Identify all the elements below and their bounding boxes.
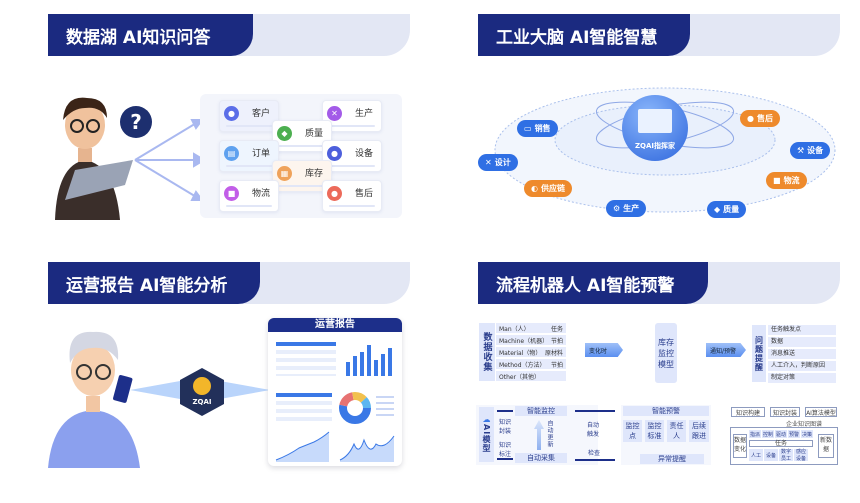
- report-document: 运营报告: [268, 318, 402, 466]
- kg-algo: AI算法模型: [805, 407, 837, 417]
- smart-monitor: 智能监控: [515, 406, 567, 416]
- know-pack: 知识封装: [499, 419, 512, 435]
- headset-icon: ●: [747, 114, 754, 123]
- brain-banner: 工业大脑 AI智能智慧: [478, 14, 840, 56]
- abnormal-reminder: 异常提醒: [640, 454, 704, 464]
- collect-row: Man（人）任务: [496, 323, 566, 333]
- card-order[interactable]: ▤订单: [219, 140, 279, 172]
- robot-title: 流程机器人 AI智能预警: [478, 262, 708, 304]
- auto-update: 自动更新: [546, 420, 553, 448]
- warn-item: 监控标准: [645, 420, 664, 442]
- kg-frame: [730, 427, 838, 465]
- remind-row: 制定对策: [768, 373, 836, 383]
- know-label: 知识标注: [499, 442, 512, 458]
- collect-row: Machine（机器）节拍: [496, 335, 566, 345]
- check: 检查: [588, 450, 601, 457]
- document-icon: ▤: [224, 146, 239, 161]
- zqai-commander-sphere: ZQAI指挥家: [622, 95, 688, 161]
- report-title: 运营报告 AI智能分析: [48, 262, 260, 304]
- up-arrows: [534, 420, 544, 450]
- sphere-label: ZQAI指挥家: [634, 142, 676, 150]
- card-after-sales[interactable]: ●售后: [322, 180, 382, 212]
- data-collection-label: 数据收集: [479, 323, 495, 381]
- qa-banner: 数据湖 AI知识问答: [48, 14, 410, 56]
- kg-graph-label: 企业知识图谱: [786, 421, 823, 428]
- remind-row: 数据: [768, 337, 836, 347]
- node-design[interactable]: ✕设计: [478, 154, 518, 171]
- node-equipment[interactable]: ⚒设备: [790, 142, 831, 159]
- kg-build: 知识构建: [731, 407, 765, 417]
- card-inventory[interactable]: ▦库存: [272, 160, 332, 192]
- qa-title: 数据湖 AI知识问答: [48, 14, 253, 56]
- card-equipment[interactable]: ●设备: [322, 140, 382, 172]
- donut-chart: [339, 392, 394, 424]
- person-with-phone: [48, 318, 148, 468]
- collect-row: Method（方法）节拍: [496, 359, 566, 369]
- truck-icon: ■: [224, 186, 239, 201]
- node-sales[interactable]: ▭销售: [517, 120, 558, 137]
- design-icon: ✕: [485, 158, 492, 167]
- warn-item: 监控点: [623, 420, 642, 442]
- person-with-laptop: [45, 90, 135, 220]
- bar-chart: [346, 345, 392, 376]
- problem-reminder-label: 问题提醒: [752, 325, 766, 382]
- remind-row: 人工介入，判断原因: [768, 361, 836, 371]
- robot-banner: 流程机器人 AI智能预警: [478, 262, 840, 304]
- node-production[interactable]: ⚙生产: [606, 200, 647, 217]
- question-bubble: ?: [120, 106, 152, 138]
- kg-executors: 人工 设备 数字员工 感应设备: [749, 449, 808, 462]
- sales-icon: ▭: [524, 124, 532, 133]
- node-after-sales[interactable]: ●售后: [740, 110, 780, 127]
- warn-item: 后续跟进: [689, 420, 709, 442]
- supply-icon: ◐: [531, 184, 538, 193]
- equipment-icon: ⚒: [797, 146, 805, 155]
- auto-collect: 自动采集: [515, 453, 567, 463]
- node-logistics[interactable]: ■物流: [766, 172, 807, 189]
- shield-icon: ◆: [714, 205, 721, 214]
- card-logistics[interactable]: ■物流: [219, 180, 279, 212]
- user-icon: ●: [224, 106, 239, 121]
- headset-icon: ●: [327, 186, 342, 201]
- remind-row: 任务触发点: [768, 325, 836, 335]
- auto-trigger: 自动触发: [587, 422, 600, 438]
- card-customer[interactable]: ●客户: [219, 100, 279, 132]
- node-supply-chain[interactable]: ◐供应链: [524, 180, 572, 197]
- inventory-monitor-model: 库存监控模型: [655, 323, 677, 383]
- collect-row: Material（物）原材料: [496, 347, 566, 357]
- collect-row: Other（其他）: [496, 371, 566, 381]
- user-icon: ●: [327, 146, 342, 161]
- ai-model-box: ☁AI模型: [479, 407, 494, 462]
- kg-data-change: 数据变化: [733, 434, 747, 458]
- node-quality[interactable]: ◆质量: [707, 201, 747, 218]
- card-production[interactable]: ✕生产: [322, 100, 382, 132]
- arrow-notify-warn: 通知/预警: [706, 343, 746, 357]
- report-banner: 运营报告 AI智能分析: [48, 262, 410, 304]
- area-charts: [275, 431, 395, 462]
- production-icon: ⚙: [613, 204, 621, 213]
- kg-new-data: 新数据: [818, 434, 834, 458]
- remind-row: 消息推送: [768, 349, 836, 359]
- tools-icon: ✕: [327, 106, 342, 121]
- shield-icon: ◆: [277, 126, 292, 141]
- flow-arrows: [134, 119, 205, 201]
- warn-item: 责任人: [667, 420, 686, 442]
- truck-icon: ■: [773, 176, 781, 185]
- box-icon: ▦: [277, 166, 292, 181]
- smart-warning: 智能预警: [623, 406, 709, 416]
- arrow-on-change: 变化时: [585, 343, 623, 357]
- brain-title: 工业大脑 AI智能智慧: [478, 14, 690, 56]
- ai-icon: ☁: [482, 415, 491, 425]
- report-doc-title: 运营报告: [268, 318, 402, 332]
- kg-actions: 指派 控制 驱动 预警 决策: [749, 430, 813, 438]
- kg-pack: 知识封装: [770, 407, 800, 417]
- glow-arrows: [130, 381, 270, 399]
- kg-task: 任务: [749, 440, 813, 447]
